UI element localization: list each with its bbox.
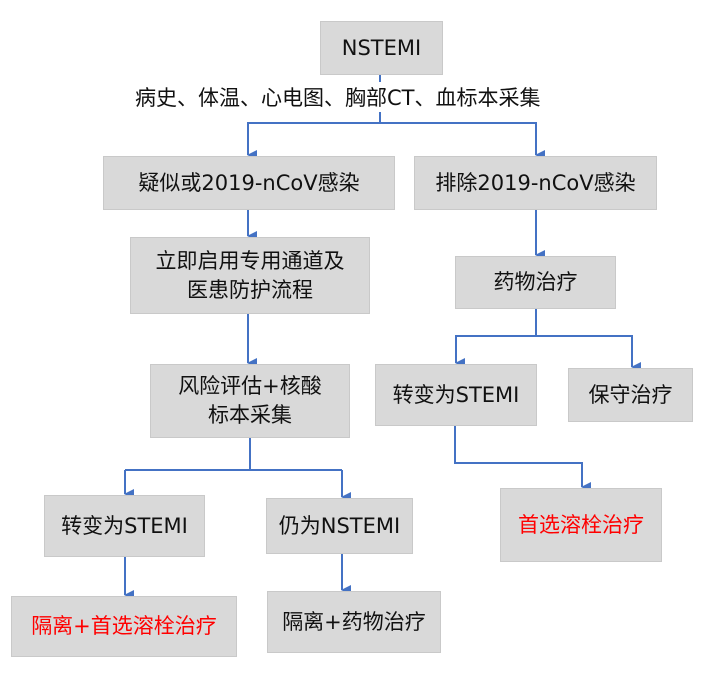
node-excluded-infection: 排除2019-nCoV感染 <box>414 156 657 210</box>
node-isolation-thrombolysis: 隔离+首选溶栓治疗 <box>11 596 237 657</box>
node-risk-assessment: 风险评估+核酸 标本采集 <box>150 364 350 438</box>
connector-root-branch <box>247 122 537 155</box>
node-isolation-drug: 隔离+药物治疗 <box>267 591 441 653</box>
assessment-label: 病史、体温、心电图、胸部CT、血标本采集 <box>133 82 543 112</box>
node-still-nstemi: 仍为NSTEMI <box>266 498 413 554</box>
node-nstemi: NSTEMI <box>320 21 443 75</box>
node-dedicated-channel: 立即启用专用通道及 医患防护流程 <box>130 237 370 314</box>
node-left-to-stemi: 转变为STEMI <box>44 495 205 557</box>
arrow-to-right-thrombolysis <box>454 426 591 492</box>
node-right-to-stemi: 转变为STEMI <box>375 364 537 426</box>
node-suspected-infection: 疑似或2019-nCoV感染 <box>103 156 395 210</box>
node-drug-therapy: 药物治疗 <box>455 256 616 309</box>
connector-drug-branch <box>455 309 633 367</box>
node-right-thrombolysis: 首选溶栓治疗 <box>500 488 662 562</box>
connector-risk-branch <box>125 438 342 471</box>
node-conservative: 保守治疗 <box>568 368 693 422</box>
